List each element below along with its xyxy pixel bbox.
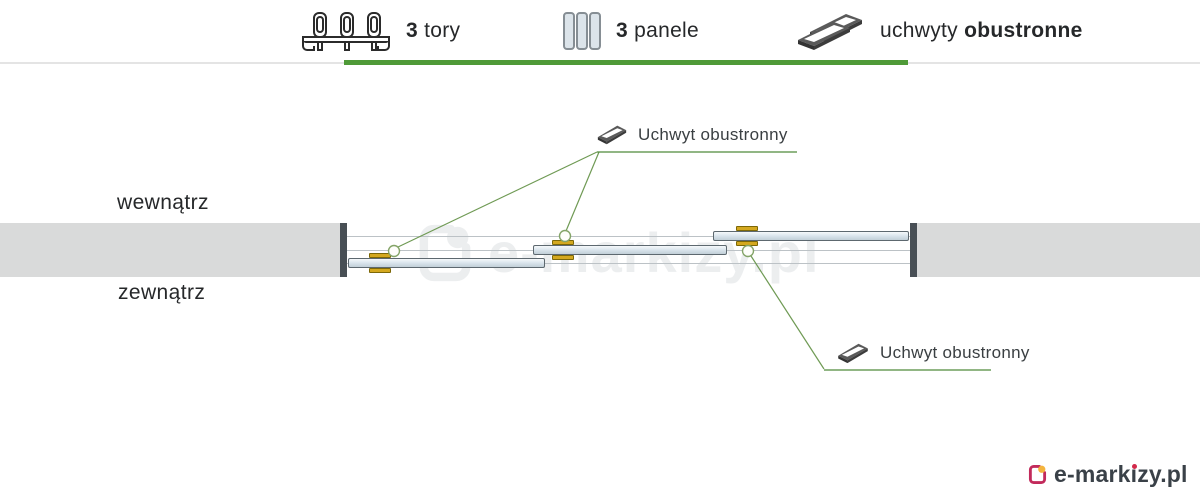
double-handle-icon xyxy=(798,14,862,50)
panel-3-handle-outside xyxy=(736,241,758,246)
panel-2 xyxy=(533,245,727,255)
track-profile-icon xyxy=(302,12,390,51)
handle-icon-bottom-callout xyxy=(838,343,868,364)
panels-count: 3 xyxy=(616,19,628,42)
wall-left xyxy=(0,223,340,277)
frame-jamb-right xyxy=(910,223,917,277)
tracks-word: tory xyxy=(424,19,461,42)
logo-part-2: zy.pl xyxy=(1137,461,1188,487)
tracks-label: 3 tory xyxy=(406,19,460,43)
header-item-tracks: 3 tory xyxy=(300,0,460,62)
panel-3 xyxy=(713,231,909,241)
header-bar: 3 tory 3 panele xyxy=(0,0,1200,64)
track-line-3 xyxy=(347,263,910,264)
header-item-handles: uchwyty obustronne xyxy=(794,0,1083,62)
header-item-panels: 3 panele xyxy=(562,0,699,62)
track-line-1 xyxy=(347,236,910,237)
panel-3-handle-inside xyxy=(736,226,758,231)
wall-right xyxy=(917,223,1200,277)
site-logo-icon xyxy=(1028,465,1047,484)
inside-label: wewnątrz xyxy=(117,191,209,214)
tracks-count: 3 xyxy=(406,19,418,42)
callout-bottom-text: Uchwyt obustronny xyxy=(880,343,1030,362)
logo-letter-i: ı xyxy=(1131,461,1138,488)
panels-word: panele xyxy=(634,19,699,42)
handles-word: uchwyty xyxy=(880,19,958,42)
watermark-logo-icon xyxy=(419,224,471,281)
header-accent-underline xyxy=(344,60,908,65)
handles-type: obustronne xyxy=(964,19,1083,42)
panels-icon xyxy=(563,12,601,50)
callout-bottom: Uchwyt obustronny xyxy=(836,341,1030,365)
panel-1 xyxy=(348,258,545,268)
outside-label: zewnątrz xyxy=(118,281,206,304)
panel-2-handle-outside xyxy=(552,255,574,260)
callout-top: Uchwyt obustronny xyxy=(596,123,788,146)
logo-i-dot xyxy=(1131,464,1137,469)
panel-1-handle-inside xyxy=(369,253,391,258)
handle-icon-top-callout xyxy=(597,125,627,145)
handles-label: uchwyty obustronne xyxy=(880,19,1083,43)
logo-i-stem: ı xyxy=(1130,461,1138,487)
callout-top-text: Uchwyt obustronny xyxy=(638,124,788,144)
panel-1-handle-outside xyxy=(369,268,391,273)
frame-jamb-left xyxy=(340,223,347,277)
logo-part-1: e-mark xyxy=(1054,461,1131,487)
panel-2-handle-inside xyxy=(552,240,574,245)
panels-label: 3 panele xyxy=(616,19,699,43)
